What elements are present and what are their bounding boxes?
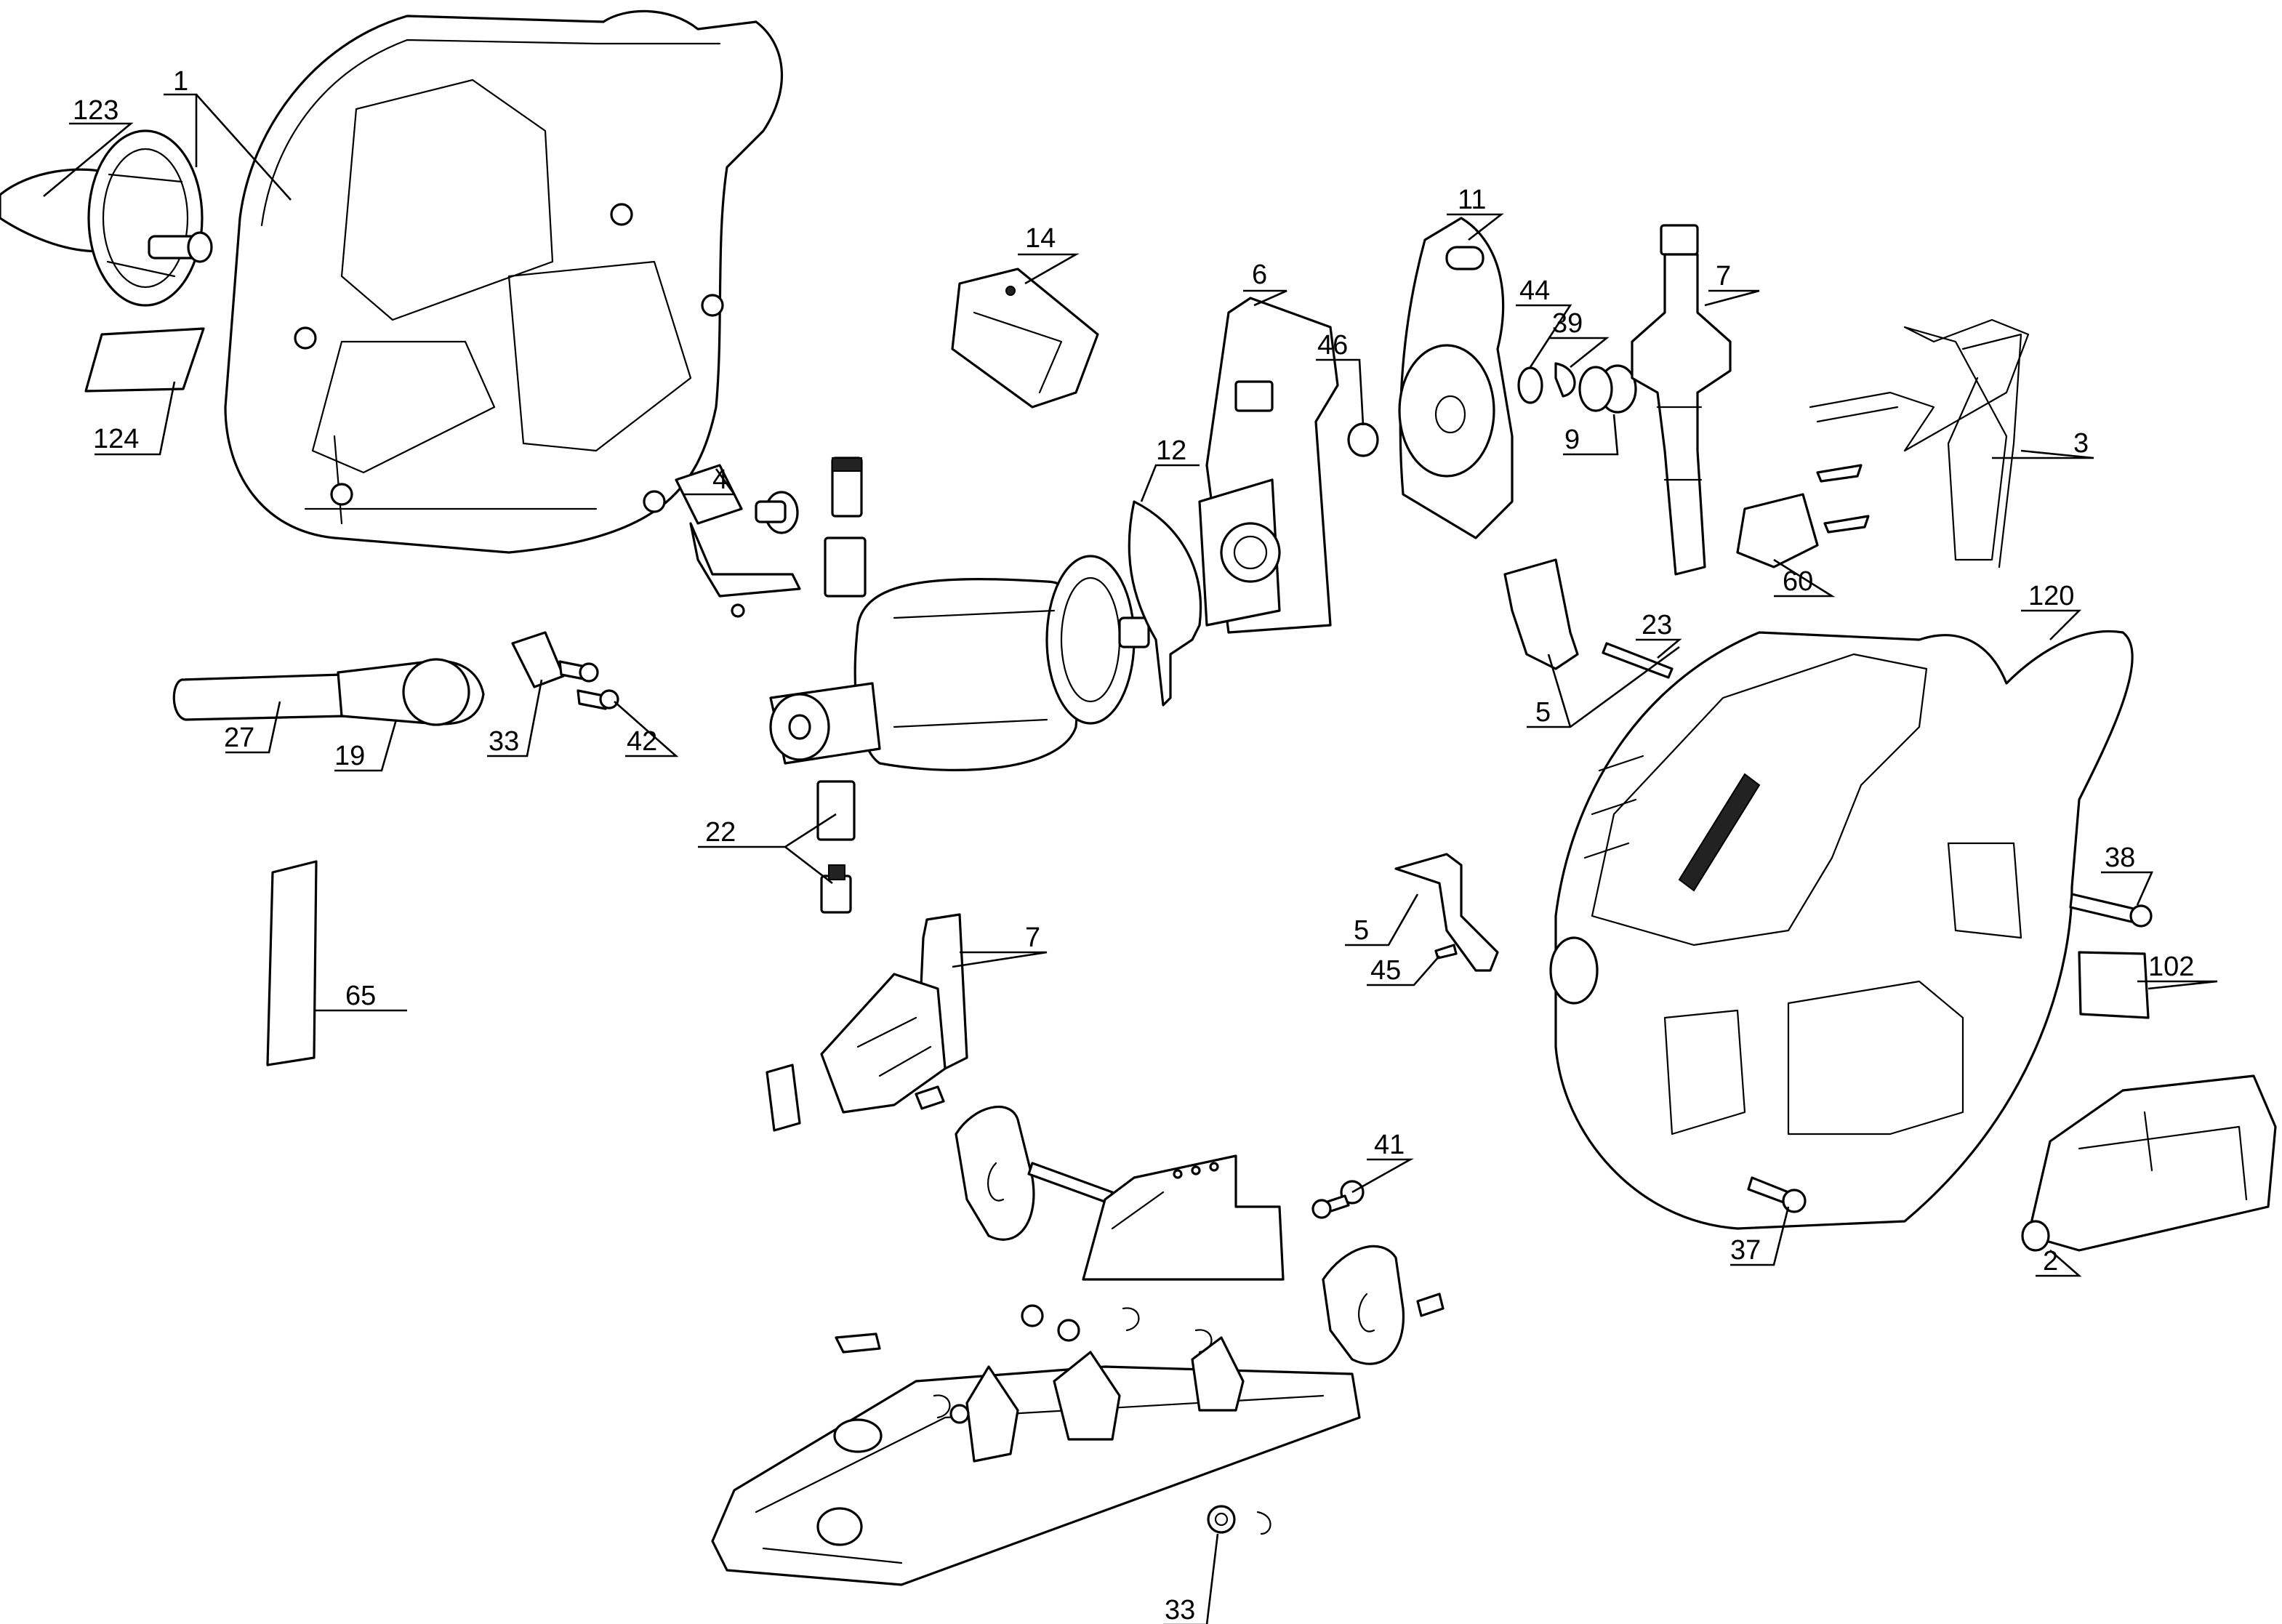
part-3-guard (1809, 318, 2030, 568)
callout-42: 44 (1519, 276, 1550, 306)
part-124-label (84, 327, 205, 393)
callout-11: 7 (1716, 261, 1731, 292)
callout-46: 46 (1317, 330, 1348, 361)
part-6-clamp (1503, 558, 1579, 670)
part-13-bearing-plate (1398, 217, 1514, 539)
part-65-housing-right (1549, 630, 2134, 1230)
callout-14: 12 (1156, 435, 1186, 466)
callout-7: 7 (1025, 922, 1040, 953)
callout-44: 45 (1370, 955, 1401, 986)
callout-33: 33 (1165, 1595, 1195, 1624)
callout-19: 22 (705, 817, 736, 848)
part-37-head (1782, 1189, 1807, 1213)
part-small-plate (766, 1064, 801, 1132)
part-45-screws (558, 660, 619, 710)
part-38-head (2129, 904, 2153, 928)
callout-6: 5 (1535, 697, 1551, 728)
part-pin-right (1416, 1293, 1445, 1317)
callout-17: 14 (1025, 223, 1056, 254)
part-46-washer (1347, 422, 1379, 457)
part-support-arm-right (1322, 1245, 1405, 1365)
callout-2: 2 (2043, 1246, 2058, 1277)
part-5-bracket (1394, 853, 1499, 972)
part-small-rings (933, 1304, 1213, 1424)
part-blade-plate (1082, 1154, 1285, 1281)
callout-45: 42 (627, 726, 657, 757)
callout-41: 41 (1374, 1130, 1405, 1160)
callout-39: 39 (1552, 308, 1583, 339)
part-11-plunger (1631, 224, 1732, 576)
leader-lines (43, 93, 2218, 1624)
part-23-plate (511, 631, 565, 688)
callout-65: 120 (2028, 581, 2074, 611)
callout-102: 65 (345, 981, 376, 1011)
part-102-label (266, 860, 318, 1066)
callout-13: 11 (1458, 185, 1486, 215)
part-22-18-shaft (172, 658, 485, 726)
callout-123: 123 (73, 95, 118, 126)
part-2-cover (2021, 1074, 2277, 1252)
part-42-washer (1517, 366, 1543, 404)
callout-5: 5 (1354, 915, 1369, 946)
part-44-screw (1434, 944, 1458, 960)
part-19-brushes (816, 780, 856, 914)
callout-4: 4 (712, 465, 728, 495)
callout-9: 6 (1252, 260, 1267, 290)
part-base-shoe (711, 1336, 1361, 1586)
part-38-pin (2069, 893, 2135, 923)
callout-124: 124 (93, 424, 139, 454)
part-123-knob (0, 129, 213, 307)
callout-27: 23 (1642, 610, 1672, 640)
callout-12: 9 (1564, 425, 1580, 455)
callout-37: 37 (1730, 1235, 1761, 1266)
part-12-wheel (1578, 364, 1637, 414)
part-brush-upper (824, 457, 867, 598)
callout-3: 3 (2073, 428, 2089, 459)
part-17-switch (951, 268, 1099, 409)
part-27-pin (1602, 642, 1674, 679)
part-1-housing-left (224, 9, 784, 554)
part-gear-pinion (755, 491, 799, 534)
part-60-holder (1736, 464, 1870, 568)
callout-1: 1 (173, 66, 188, 97)
callout-120: 102 (2148, 952, 2194, 982)
callout-60: 60 (1783, 566, 1813, 597)
part-39-clip (1554, 362, 1576, 398)
callout-23: 33 (489, 726, 519, 757)
part-support-arm-left (955, 1106, 1035, 1241)
part-small-flakes (835, 1332, 881, 1354)
part-7-guide (820, 913, 968, 1114)
part-120-label (2078, 951, 2150, 1019)
callout-labels: 123 1 124 27 19 33 42 4 14 22 12 6 46 11… (73, 66, 2194, 1624)
part-small-pin (915, 1085, 945, 1110)
part-41-screws (1311, 1180, 1365, 1219)
part-4-lever (675, 464, 801, 618)
part-33-washer (1207, 1505, 1271, 1535)
part-long-pin (1027, 1162, 1114, 1205)
callout-18: 19 (334, 741, 365, 771)
callout-38: 38 (2105, 843, 2135, 873)
callout-22: 27 (224, 723, 254, 753)
part-9-plate (1198, 297, 1339, 634)
armature-motor (769, 555, 1150, 771)
part-14-blade (1128, 500, 1202, 707)
